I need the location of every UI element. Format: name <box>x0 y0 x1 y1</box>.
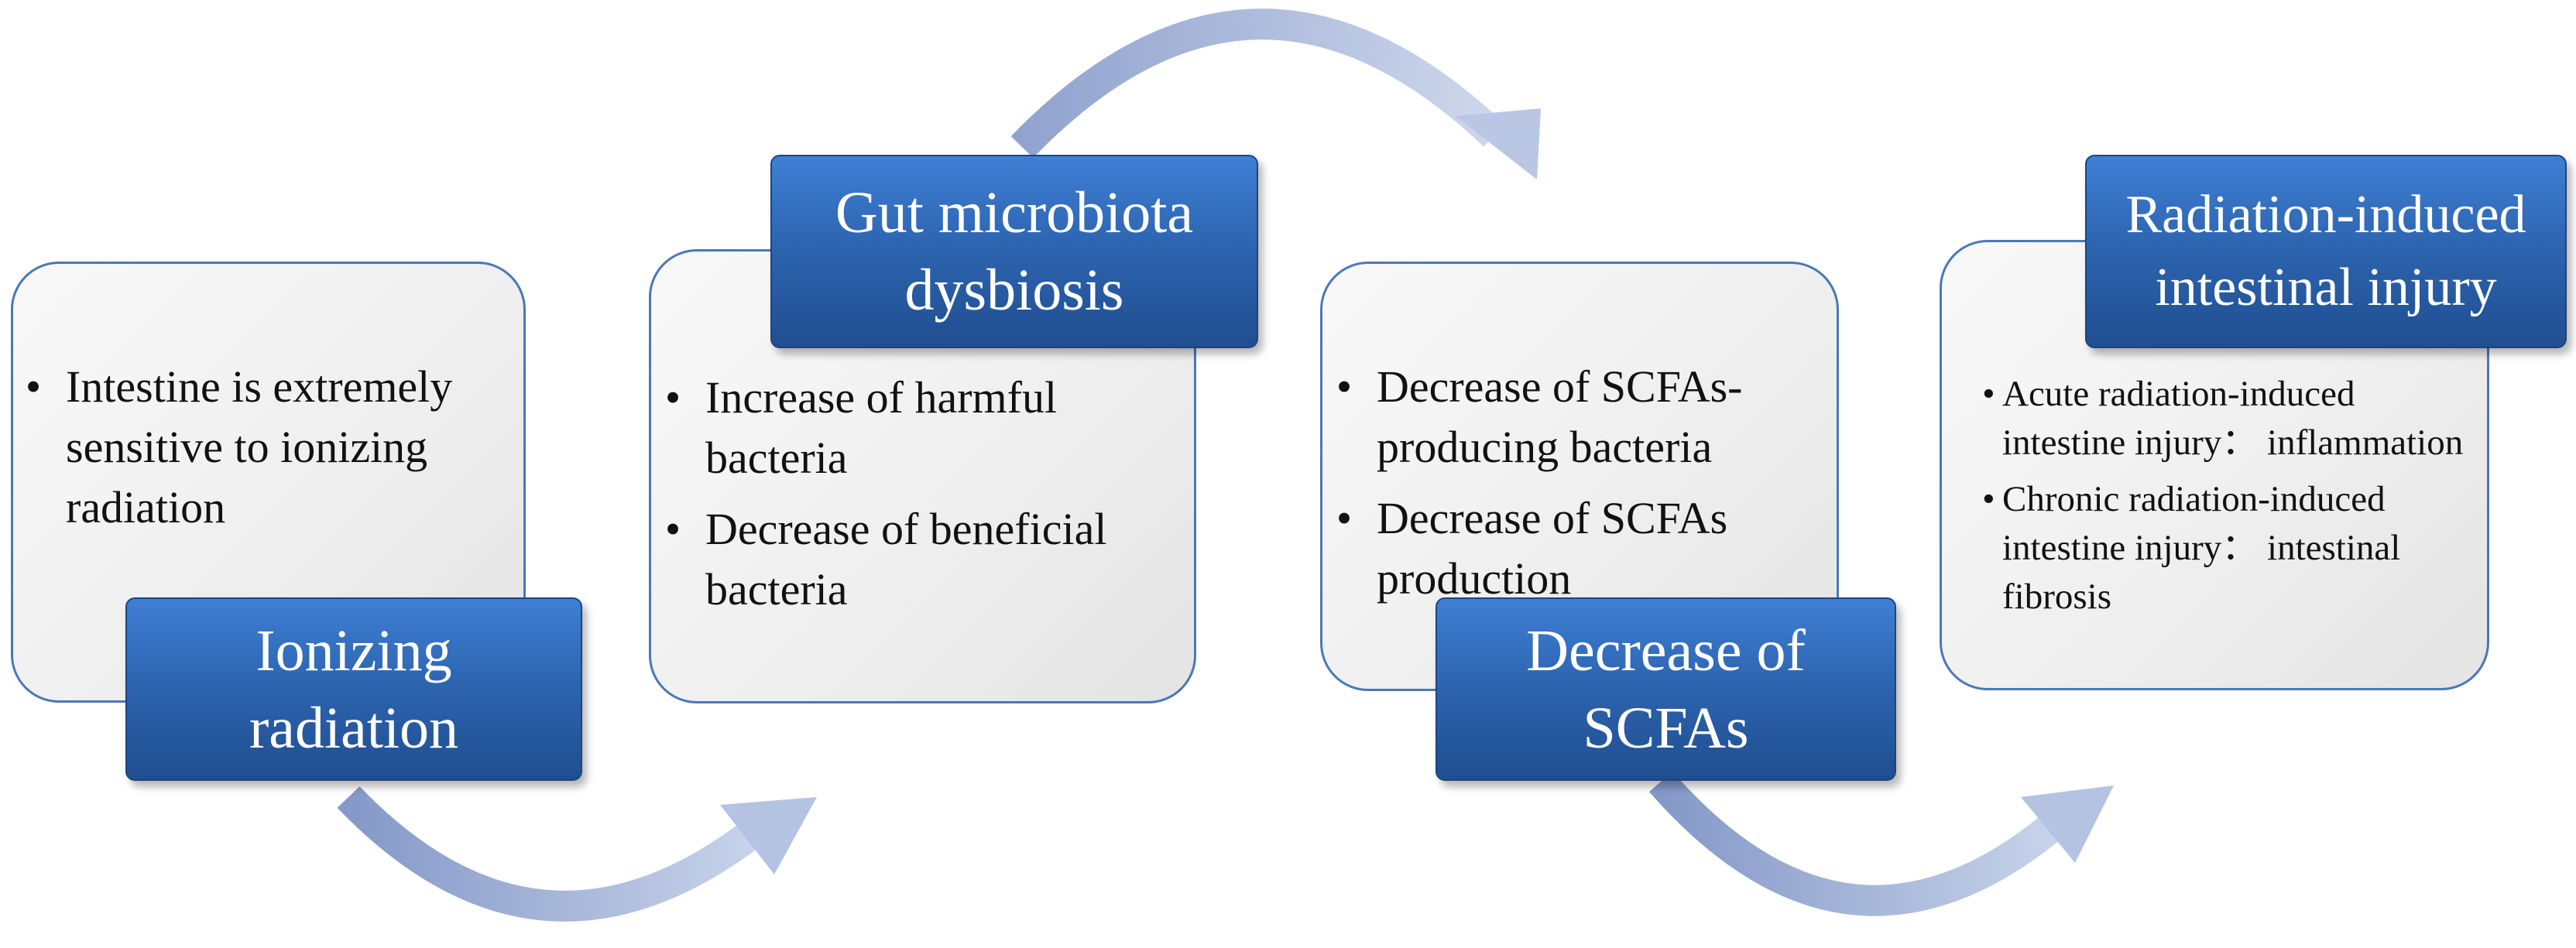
stage-3-bullets: Decrease of SCFAs-producing bacteria Dec… <box>1336 357 1826 620</box>
arrow-1-icon <box>337 786 817 922</box>
stage-2-bullet-2: Decrease of beneficial bacteria <box>665 499 1178 620</box>
stage-1-bullets: Intestine is extremely sensitive to ioni… <box>26 357 511 549</box>
stage-1-title: Ionizing radiation <box>125 597 582 781</box>
stage-4-title: Radiation-induced intestinal injury <box>2085 155 2567 348</box>
arrow-2-icon <box>1010 9 1541 180</box>
stage-2-bullet-1: Increase of harmful bacteria <box>665 368 1178 488</box>
stage-4-bullet-2: Chronic radiation-induced intestine inju… <box>1982 475 2475 621</box>
stage-3-bullet-1: Decrease of SCFAs-producing bacteria <box>1336 357 1826 477</box>
stage-2-title: Gut microbiota dysbiosis <box>770 155 1258 348</box>
stage-3-title: Decrease of SCFAs <box>1435 597 1896 781</box>
stage-2-bullets: Increase of harmful bacteria Decrease of… <box>665 368 1178 631</box>
stage-3-bullet-2: Decrease of SCFAs production <box>1336 488 1826 609</box>
stage-1-bullet-1: Intestine is extremely sensitive to ioni… <box>26 357 511 538</box>
arrow-3-icon <box>1648 771 2114 916</box>
stage-4-bullets: Acute radiation-induced intestine injury… <box>1982 370 2475 629</box>
stage-4-bullet-1: Acute radiation-induced intestine injury… <box>1982 370 2475 467</box>
